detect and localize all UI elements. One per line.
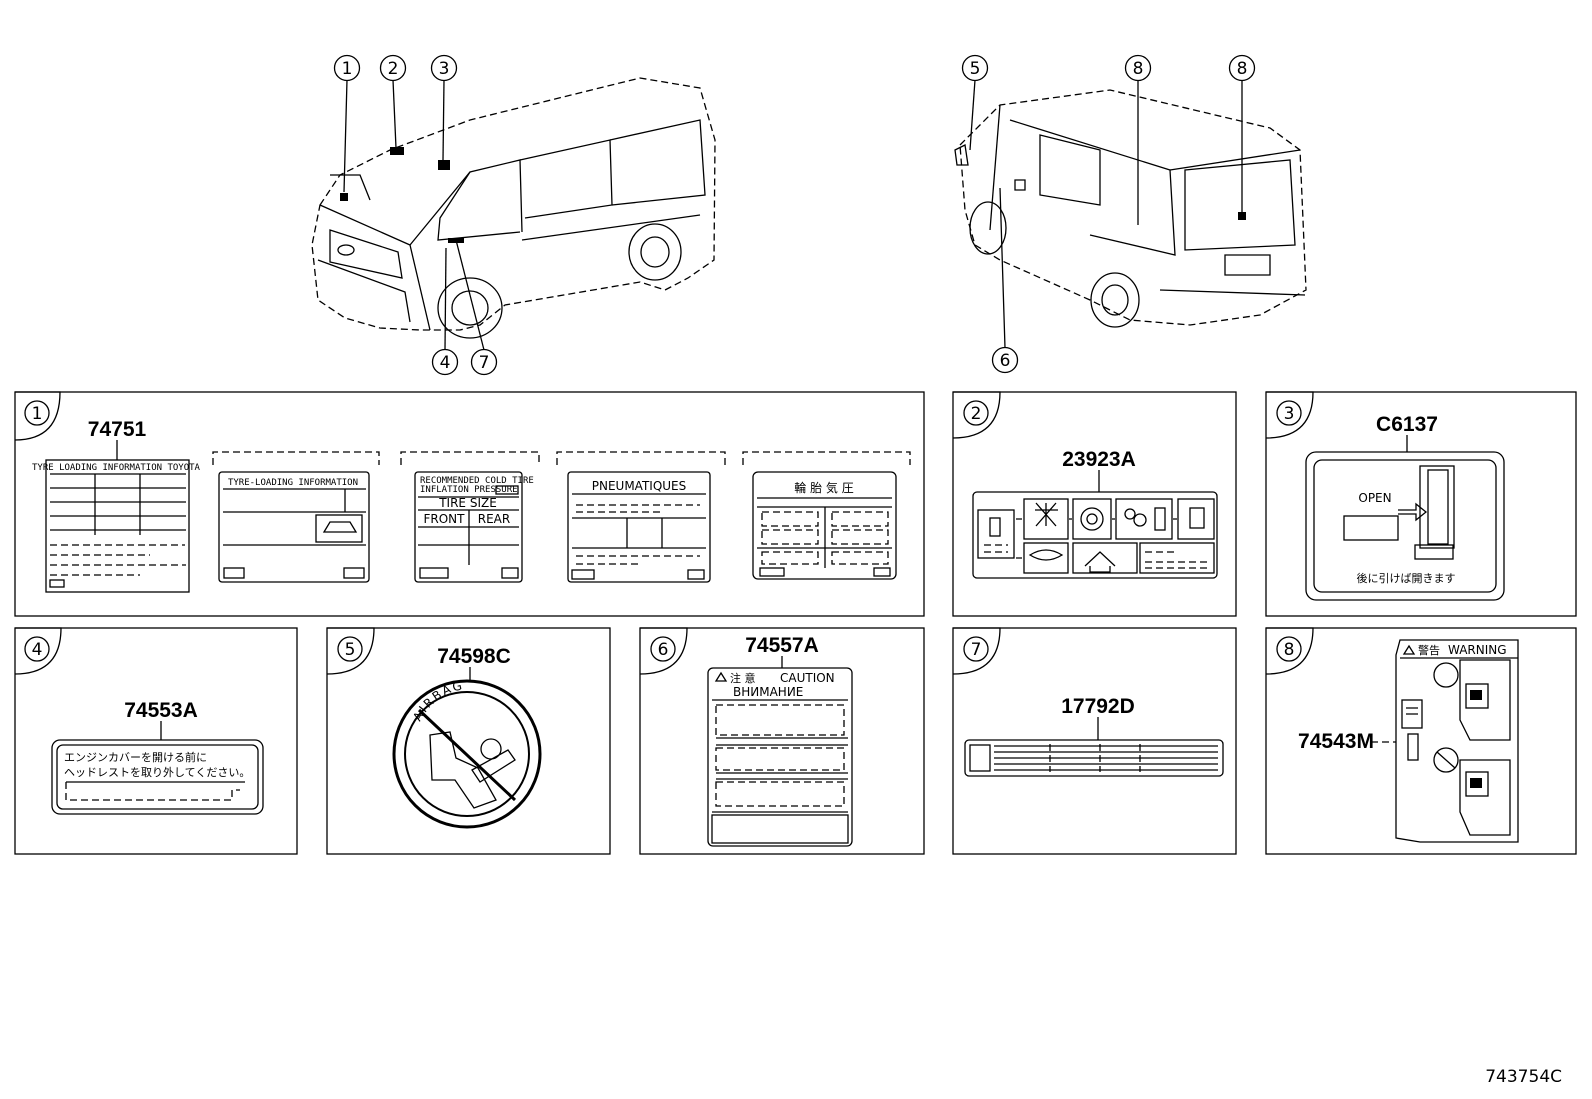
svg-text:2: 2 — [971, 404, 982, 424]
svg-text:ВНИМАНИЕ: ВНИМАНИЕ — [733, 685, 803, 699]
svg-text:7: 7 — [971, 640, 982, 660]
part-number-74751: 74751 — [88, 418, 147, 441]
panel-3: 3 C6137 OPEN 後に引けば開きます — [1265, 391, 1577, 617]
part-number-74553A: 74553A — [124, 699, 198, 722]
svg-text:FRONT: FRONT — [424, 512, 466, 526]
svg-text:7: 7 — [479, 353, 490, 373]
part-number-74557A: 74557A — [745, 634, 819, 657]
diagram-code: 743754C — [1485, 1067, 1562, 1087]
svg-text:5: 5 — [970, 59, 981, 79]
svg-text:2: 2 — [388, 59, 399, 79]
panel-7: 7 17792D — [952, 627, 1237, 855]
svg-text:エンジンカバーを開ける前に: エンジンカバーを開ける前に — [64, 750, 207, 764]
callout-4: 4 — [431, 348, 459, 376]
part-number-17792D: 17792D — [1061, 695, 1135, 718]
svg-text:3: 3 — [1284, 404, 1295, 424]
svg-text:8: 8 — [1133, 59, 1144, 79]
part-number-74598C: 74598C — [437, 645, 511, 668]
tire-label-b: TYRE-LOADING INFORMATION — [212, 451, 380, 583]
panel-5: 5 74598C AIRBAG — [326, 627, 611, 855]
door-open-label: OPEN 後に引けば開きます — [1305, 451, 1505, 601]
tire-label-e: 輪 胎 気 圧 — [742, 451, 911, 580]
strip-label — [964, 739, 1224, 777]
callout-3: 3 — [430, 54, 458, 82]
callout-8-interior: 8 — [1124, 54, 1152, 82]
part-number-23923A: 23923A — [1062, 448, 1136, 471]
svg-text:REAR: REAR — [478, 512, 510, 526]
engine-cover-label: エンジンカバーを開ける前に ヘッドレストを取り外してください。 — [51, 739, 264, 815]
svg-text:輪 胎 気 圧: 輪 胎 気 圧 — [794, 480, 853, 495]
rear-van-illustration — [954, 89, 1307, 328]
callout-1: 1 — [333, 54, 361, 82]
svg-text:6: 6 — [658, 640, 669, 660]
svg-text:後に引けば開きます: 後に引けば開きます — [1357, 571, 1456, 585]
part-number-74543M: 74543M — [1298, 730, 1374, 753]
svg-text:ヘッドレストを取り外してください。: ヘッドレストを取り外してください。 — [64, 766, 250, 779]
svg-text:OPEN: OPEN — [1358, 491, 1391, 505]
seat-warning-label: 警告 WARNING — [1395, 639, 1519, 843]
svg-text:TYRE LOADING INFORMATION TOYOT: TYRE LOADING INFORMATION TOYOTA — [32, 463, 201, 473]
svg-text:4: 4 — [440, 353, 451, 373]
svg-text:5: 5 — [345, 640, 356, 660]
panel-2: 2 23923A — [952, 391, 1237, 617]
tire-label-a: TYRE LOADING INFORMATION TOYOTA — [32, 459, 201, 593]
panel-1: 1 74751 TYRE LOADING INFORMATION TOYOTA … — [14, 391, 925, 617]
callout-2: 2 — [379, 54, 407, 82]
tire-label-d: PNEUMATIQUES — [556, 451, 726, 583]
svg-text:注 意: 注 意 — [730, 671, 756, 685]
panel-6: 6 74557A 注 意 CAUTION ВНИМАНИЕ — [639, 627, 925, 855]
svg-text:3: 3 — [439, 59, 450, 79]
svg-text:1: 1 — [342, 59, 353, 79]
front-van-illustration — [311, 77, 716, 339]
svg-text:8: 8 — [1284, 640, 1295, 660]
callout-5: 5 — [961, 54, 989, 82]
svg-text:4: 4 — [32, 640, 43, 660]
emission-label — [972, 491, 1218, 579]
svg-text:INFLATION PRESSURE: INFLATION PRESSURE — [420, 485, 518, 495]
svg-text:PNEUMATIQUES: PNEUMATIQUES — [592, 479, 687, 493]
svg-text:TIRE SIZE: TIRE SIZE — [438, 496, 497, 510]
panel-4: 4 74553A エンジンカバーを開ける前に ヘッドレストを取り外してください。 — [14, 627, 298, 855]
svg-text:CAUTION: CAUTION — [780, 671, 835, 685]
svg-text:TYRE-LOADING INFORMATION: TYRE-LOADING INFORMATION — [228, 478, 358, 488]
airbag-warning-label: AIRBAG — [392, 678, 542, 829]
svg-text:8: 8 — [1237, 59, 1248, 79]
callout-7: 7 — [470, 348, 498, 376]
svg-text:WARNING: WARNING — [1448, 643, 1507, 657]
caution-label: 注 意 CAUTION ВНИМАНИЕ — [707, 667, 853, 847]
svg-text:1: 1 — [32, 404, 43, 424]
tire-label-c: RECOMMENDED COLD TIRE INFLATION PRESSURE… — [400, 451, 540, 583]
callout-6: 6 — [991, 346, 1019, 374]
part-number-C6137: C6137 — [1376, 413, 1438, 436]
callout-leaders — [343, 79, 1243, 351]
callout-8-rear: 8 — [1228, 54, 1256, 82]
svg-text:6: 6 — [1000, 351, 1011, 371]
panel-8: 8 74543M 警告 WARNING — [1265, 627, 1577, 855]
svg-text:RECOMMENDED COLD TIRE: RECOMMENDED COLD TIRE — [420, 476, 534, 486]
svg-text:警告: 警告 — [1418, 643, 1440, 657]
